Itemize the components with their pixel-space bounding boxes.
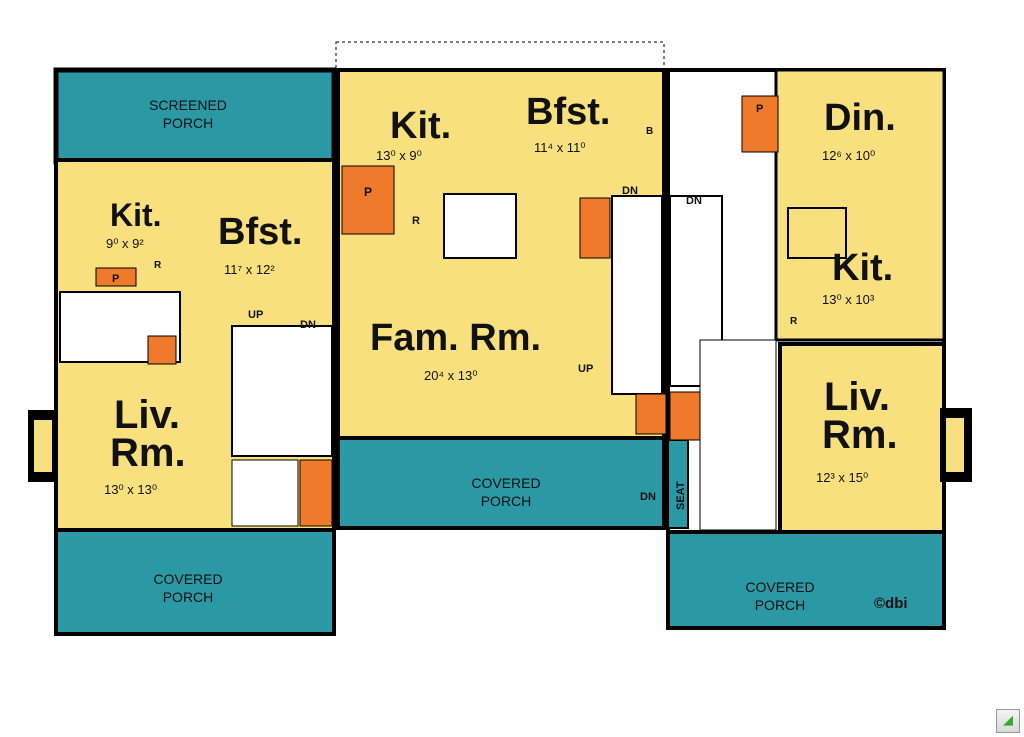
closet-c bbox=[669, 391, 701, 441]
bfst-a-dim: 11⁷ x 12² bbox=[224, 262, 275, 277]
fireplace-c-hearth bbox=[946, 418, 964, 472]
copyright-label: ©dbi bbox=[874, 595, 908, 612]
liv-a-dim: 13⁰ x 13⁰ bbox=[104, 482, 157, 497]
fam-b-dim: 20⁴ x 13⁰ bbox=[424, 368, 477, 383]
up-label-a: UP bbox=[248, 309, 263, 321]
kit-c-dim: 13⁰ x 10³ bbox=[822, 292, 875, 307]
taskbar-app-icon[interactable]: ◢ bbox=[996, 709, 1020, 733]
pantry-c bbox=[741, 95, 779, 153]
r-label-c: R bbox=[790, 316, 798, 327]
stair-b bbox=[611, 195, 663, 395]
closet-b2 bbox=[635, 393, 667, 435]
covered-porch-c bbox=[666, 530, 946, 630]
up-label-b: UP bbox=[578, 363, 593, 375]
fam-b-name: Fam. Rm. bbox=[370, 317, 541, 359]
bath-b bbox=[443, 193, 517, 259]
p-label-b: P bbox=[364, 185, 372, 199]
p-label-c: P bbox=[756, 103, 763, 115]
porch-c-label-1: COVERED bbox=[745, 579, 814, 595]
bfst-b-name: Bfst. bbox=[526, 91, 610, 133]
porch-b-label-2: PORCH bbox=[481, 493, 532, 509]
island-c bbox=[787, 207, 847, 259]
porch-a-label-1: COVERED bbox=[153, 571, 222, 587]
fireplace-a-hearth bbox=[34, 420, 52, 472]
screened-porch-label-2: PORCH bbox=[163, 115, 214, 131]
screened-porch-label-1: SCREENED bbox=[149, 97, 227, 113]
closet-a2 bbox=[299, 459, 333, 527]
dn-label-b: DN bbox=[622, 185, 638, 197]
liv-a-name2: Rm. bbox=[110, 431, 186, 475]
liv-c-name2: Rm. bbox=[822, 413, 898, 457]
pantry-a bbox=[95, 267, 137, 287]
porch-a-label-2: PORCH bbox=[163, 589, 214, 605]
bfst-a-name: Bfst. bbox=[218, 211, 302, 253]
covered-porch-a bbox=[54, 528, 336, 636]
closet-a bbox=[147, 335, 177, 365]
dn-label-c: DN bbox=[686, 195, 702, 207]
kit-c-name: Kit. bbox=[832, 247, 893, 289]
dn-label-a: DN bbox=[300, 319, 316, 331]
tile-entry-c bbox=[699, 339, 777, 531]
covered-porch-b bbox=[336, 436, 666, 530]
bfst-b-dim: 11⁴ x 11⁰ bbox=[534, 140, 586, 155]
kit-a-dim: 9⁰ x 9² bbox=[106, 236, 144, 251]
pantry-b bbox=[341, 165, 395, 235]
unit-c-liv bbox=[778, 342, 946, 546]
p-label-a: P bbox=[112, 273, 119, 285]
kit-b-name: Kit. bbox=[390, 105, 451, 147]
porch-c-label-2: PORCH bbox=[755, 597, 806, 613]
din-c-name: Din. bbox=[824, 97, 896, 139]
r-label-b: R bbox=[412, 215, 420, 227]
dashed-outline-top bbox=[335, 41, 665, 73]
liv-c-name1: Liv. bbox=[824, 375, 890, 419]
porch-b-label-1: COVERED bbox=[471, 475, 540, 491]
r-label-a: R bbox=[154, 260, 162, 271]
closet-b bbox=[579, 197, 611, 259]
tile-entry-a bbox=[231, 459, 299, 527]
din-c-dim: 12⁶ x 10⁰ bbox=[822, 148, 875, 163]
kit-b-dim: 13⁰ x 9⁰ bbox=[376, 148, 422, 163]
b-label: B bbox=[646, 126, 653, 137]
dn-label-porch-b: DN bbox=[640, 491, 656, 503]
liv-c-dim: 12³ x 15⁰ bbox=[816, 470, 868, 485]
stair-a bbox=[231, 325, 333, 457]
seat-label: SEAT bbox=[675, 481, 687, 510]
unit-c-din-kit bbox=[774, 68, 946, 342]
kit-a-name: Kit. bbox=[110, 197, 162, 233]
liv-a-name1: Liv. bbox=[114, 393, 180, 437]
